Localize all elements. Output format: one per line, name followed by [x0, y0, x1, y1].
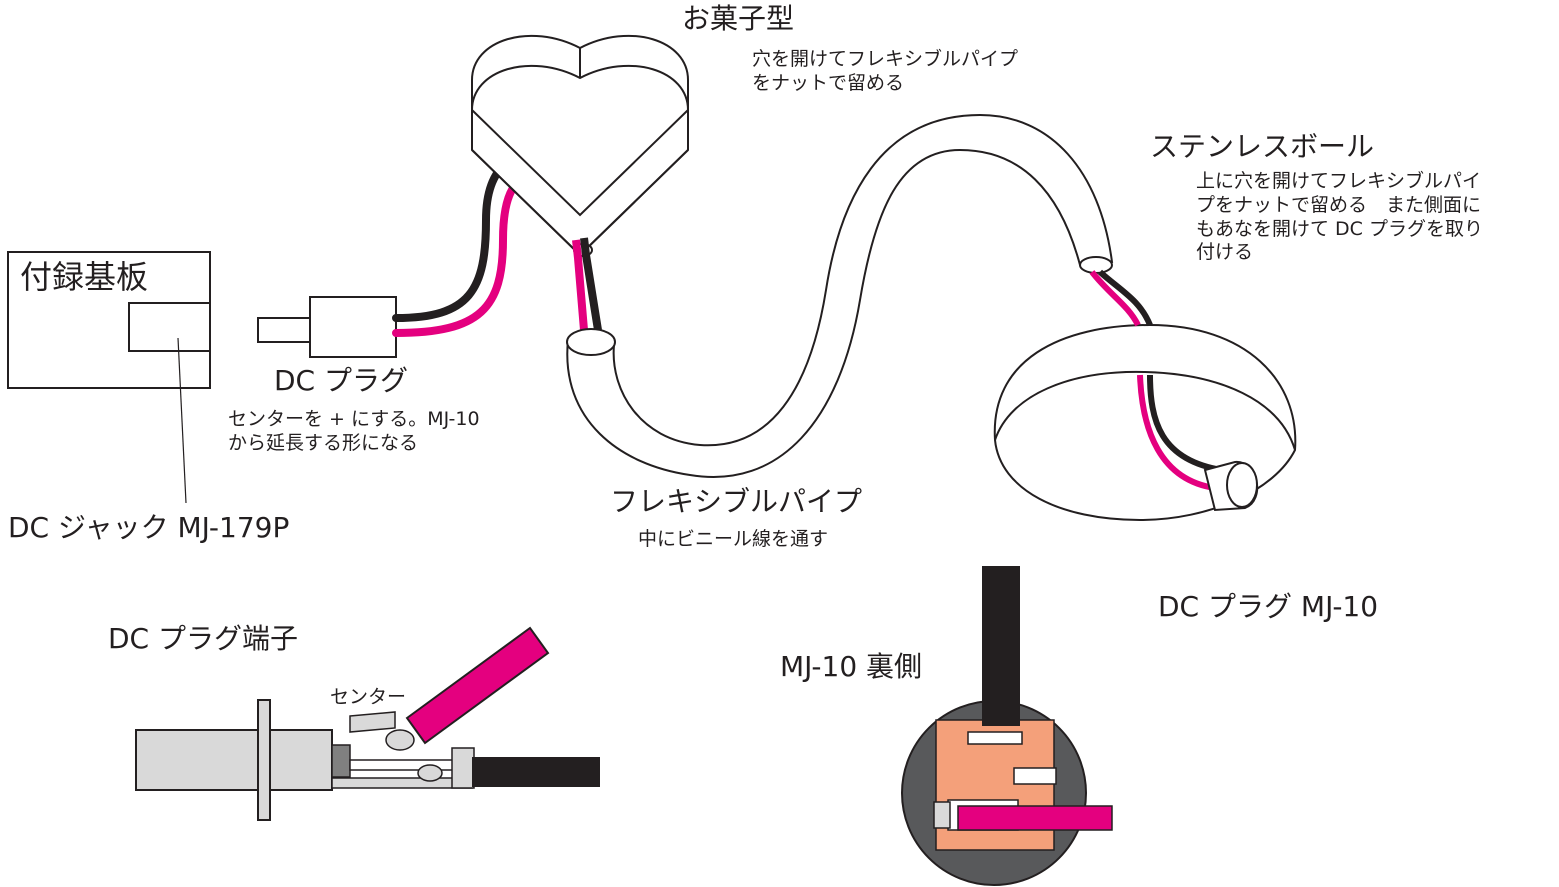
dc-plug-label: DC プラグ	[274, 364, 409, 397]
pipe-note: 中にビニール線を通す	[638, 528, 829, 550]
board	[7, 251, 211, 504]
ball-note-line: もあなを開けて DC プラグを取り	[1196, 217, 1483, 240]
dc-plug-note-line: から延長する形になる	[228, 431, 419, 454]
wire-inside-heart	[572, 237, 602, 331]
dc-plug-terminal	[135, 626, 600, 821]
plug-terminal-label: DC プラグ端子	[108, 622, 299, 655]
board-label: 付録基板	[20, 258, 149, 296]
dc-plug-note-line: センターを + にする。MJ-10	[228, 408, 480, 430]
mold-note-line: 穴を開けてフレキシブルパイプ	[752, 48, 1019, 70]
dc-plug-note: センターを + にする。MJ-10 から延長する形になる	[228, 408, 480, 456]
mold-label: お菓子型	[682, 2, 795, 35]
mj10-back-label: MJ-10 裏側	[780, 650, 923, 683]
mold-note: 穴を開けてフレキシブルパイプ をナットで留める	[752, 48, 1018, 96]
wire-pipe-to-ball	[1089, 269, 1223, 491]
heart-mold	[471, 34, 689, 257]
ball-note-line: 上に穴を開けてフレキシブルパイ	[1196, 170, 1482, 192]
mj10-back	[901, 566, 1113, 886]
dc-jack-label: DC ジャック MJ-179P	[8, 511, 290, 544]
plug-mj10-label: DC プラグ MJ-10	[1158, 590, 1379, 623]
ball-label: ステンレスボール	[1150, 130, 1375, 163]
center-label: センター	[330, 686, 407, 708]
pipe-label: フレキシブルパイプ	[610, 485, 863, 518]
dc-jack-leader-line	[177, 337, 187, 504]
flexible-pipe	[566, 113, 1114, 478]
ball-note-line: 付ける	[1196, 241, 1254, 264]
dc-plug	[257, 296, 397, 358]
ball-note: 上に穴を開けてフレキシブルパイ プをナットで留める また側面に もあなを開けて …	[1196, 170, 1483, 265]
ball-note-line: プをナットで留める また側面に	[1196, 193, 1482, 216]
mj10-jack-in-ball	[1203, 460, 1259, 512]
mold-note-line: をナットで留める	[752, 71, 905, 94]
